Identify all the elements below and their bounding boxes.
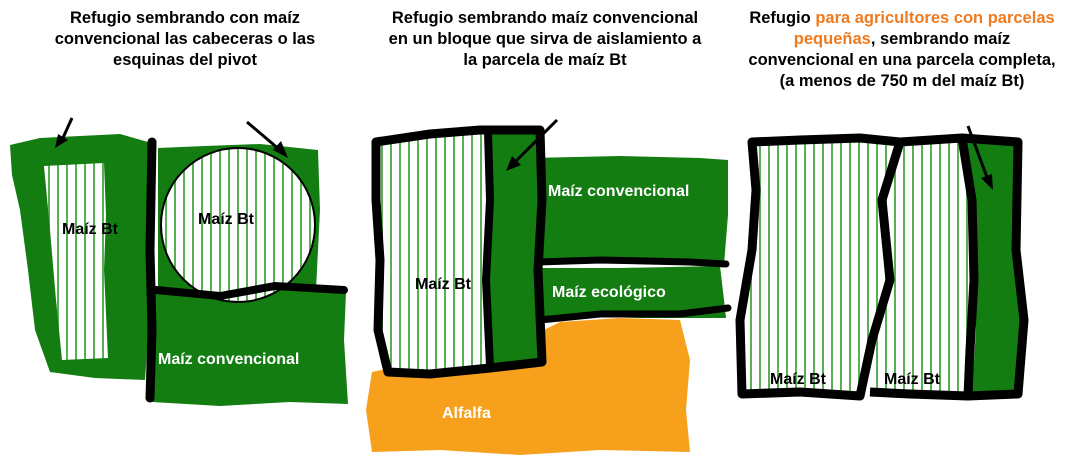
panel-2-green-ecological [530, 266, 726, 320]
panel-2-title: Refugio sembrando maíz convencional en u… [388, 9, 702, 69]
panel-3-title-suffix: , sembrando maíz convencional en una par… [748, 30, 1056, 90]
panel-3-bt-parcel-left [738, 138, 900, 392]
panel-2-divider-2 [536, 304, 732, 324]
panel-1-vertical-divider [145, 137, 157, 403]
panel-1-label-bt-circle: Maíz Bt [198, 211, 255, 228]
panel-3-arrow [966, 125, 993, 190]
panel-3-label-bt-right: Maíz Bt [884, 371, 941, 388]
panel-1-diagram: Maíz Bt Maíz Bt Maíz convencional [10, 117, 348, 406]
panel-1-green-conventional [150, 286, 348, 406]
panel-3-title-prefix: Refugio [749, 9, 816, 27]
panel-2-inner-divider [481, 131, 495, 367]
panel-2-bt-field [376, 130, 490, 372]
panel-2-diagram: Maíz Bt Maíz convencional Maíz ecológico… [366, 118, 732, 455]
panel-3-title-highlight: para agricultores con parcelas pequeñas [793, 9, 1055, 48]
panel-3-diagram: Maíz Bt Maíz Bt [735, 125, 1029, 401]
panel-2-arrow [506, 118, 559, 171]
panel-2-label-ecological: Maíz ecológico [552, 284, 666, 301]
panel-2-green-conventional [530, 156, 728, 266]
panel-1-arrow-right [246, 120, 288, 158]
panel-1-bt-strip [44, 163, 108, 360]
panel-1-label-bt-left: Maíz Bt [62, 221, 119, 238]
panel-3-outline-right [961, 133, 1029, 401]
panel-3-bt-parcel-middle [870, 140, 972, 395]
panel-1-label-conventional: Maíz convencional [158, 351, 299, 368]
panel-2-alfalfa-field [366, 318, 690, 455]
panel-2-label-alfalfa: Alfalfa [442, 405, 491, 422]
panel-3-outline-middle [869, 133, 979, 401]
panel-1-arrow-left [55, 117, 74, 148]
panel-2-label-conventional: Maíz convencional [548, 183, 689, 200]
panel-2-label-bt: Maíz Bt [415, 276, 472, 293]
panel-3-title: Refugio para agricultores con parcelas p… [742, 8, 1062, 92]
panel-1-pivot-circle [160, 147, 316, 303]
panel-3-outline-left [735, 133, 905, 401]
panel-3-label-bt-left: Maíz Bt [770, 371, 827, 388]
panel-3-green-conventional-strip [965, 140, 1024, 394]
panel-1-horizontal-divider [152, 281, 348, 301]
panel-2-green-buffer-strip [488, 130, 540, 368]
panel-2-divider-1 [534, 256, 730, 268]
panel-2-outline [371, 125, 547, 379]
panel-1-title: Refugio sembrando con maíz convencional … [54, 9, 316, 69]
